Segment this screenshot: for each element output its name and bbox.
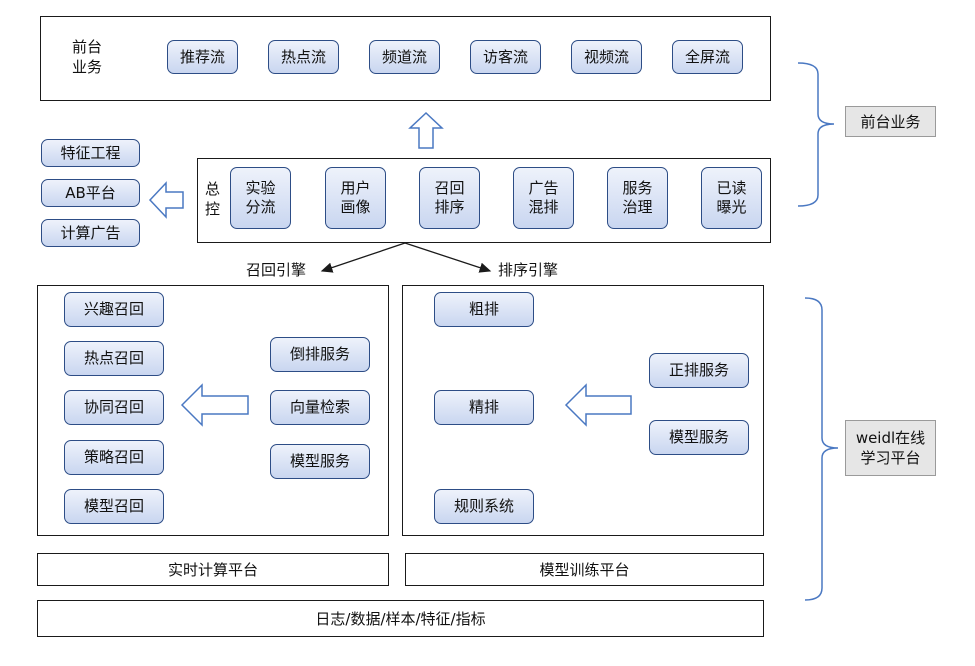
recall-hot: 热点召回 xyxy=(64,341,164,376)
module-read-exposure: 已读 曝光 xyxy=(701,167,762,229)
bottom-brace xyxy=(804,297,839,601)
left-arrow-side xyxy=(148,181,184,219)
realtime-compute-platform: 实时计算平台 xyxy=(37,553,389,586)
control-label: 总 控 xyxy=(205,180,221,218)
top-brace xyxy=(797,62,835,207)
feature-engineering-box: 特征工程 xyxy=(41,139,140,167)
recall-collaborative: 协同召回 xyxy=(64,390,164,425)
module-ad-mix: 广告 混排 xyxy=(513,167,574,229)
base-data-layer: 日志/数据/样本/特征/指标 xyxy=(37,600,764,637)
module-experiment: 实验 分流 xyxy=(230,167,291,229)
module-service-governance: 服务 治理 xyxy=(607,167,668,229)
rule-system: 规则系统 xyxy=(434,489,534,524)
recall-strategy: 策略召回 xyxy=(64,440,164,475)
rank-model-service: 模型服务 xyxy=(649,420,749,455)
recall-connector xyxy=(320,242,406,273)
recall-interest: 兴趣召回 xyxy=(64,292,164,327)
up-arrow xyxy=(408,111,444,149)
frontend-label: 前台 业务 xyxy=(72,38,103,76)
stream-fullscreen: 全屏流 xyxy=(672,40,743,74)
rank-fine: 精排 xyxy=(434,390,534,425)
forward-index-service: 正排服务 xyxy=(649,353,749,388)
module-user-profile: 用户 画像 xyxy=(325,167,386,229)
control-frame xyxy=(197,158,771,243)
left-arrow-recall xyxy=(180,383,249,427)
computational-ads-box: 计算广告 xyxy=(41,219,140,247)
stream-channel: 频道流 xyxy=(369,40,440,74)
inverted-index-service: 倒排服务 xyxy=(270,337,370,372)
rank-connector xyxy=(404,242,492,273)
stream-visitor: 访客流 xyxy=(470,40,541,74)
model-training-platform: 模型训练平台 xyxy=(405,553,764,586)
left-arrow-rank xyxy=(564,383,632,427)
recall-model-service: 模型服务 xyxy=(270,444,370,479)
module-recall-rank: 召回 排序 xyxy=(419,167,480,229)
rank-engine-label: 排序引擎 xyxy=(498,261,559,279)
stream-hot: 热点流 xyxy=(268,40,339,74)
stream-recommend: 推荐流 xyxy=(167,40,238,74)
vector-search: 向量检索 xyxy=(270,390,370,425)
weidl-learning-platform-label: weidl在线 学习平台 xyxy=(845,420,936,476)
frontend-business-label: 前台业务 xyxy=(845,106,936,137)
stream-video: 视频流 xyxy=(571,40,642,74)
recall-model: 模型召回 xyxy=(64,489,164,524)
rank-coarse: 粗排 xyxy=(434,292,534,327)
ab-platform-box: AB平台 xyxy=(41,179,140,207)
recall-engine-label: 召回引擎 xyxy=(246,261,307,279)
